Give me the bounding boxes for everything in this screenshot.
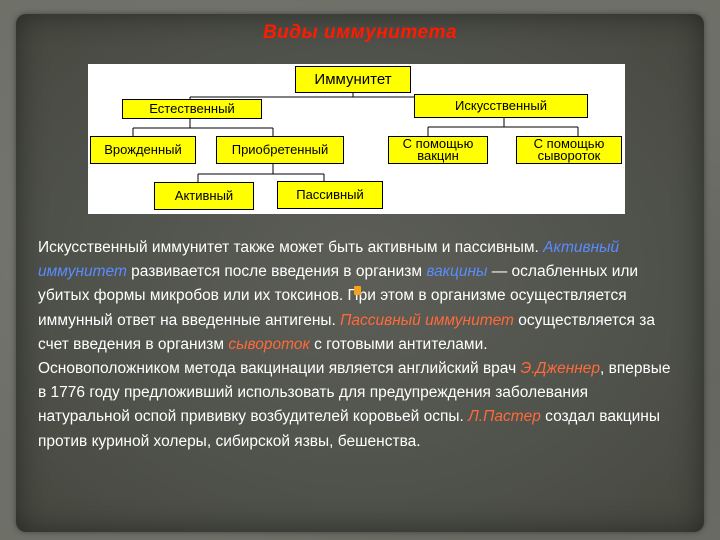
para1-text-1: Искусственный иммунитет также может быть… bbox=[38, 239, 544, 256]
para2-text-2: , впервые в 1776 году предложивший испол… bbox=[38, 360, 671, 426]
node-natural: Естественный bbox=[122, 99, 262, 119]
node-vaccines-line1: С помощью bbox=[402, 136, 474, 151]
node-vaccines: С помощью вакцин bbox=[388, 136, 488, 164]
term-serums: сывороток bbox=[228, 335, 310, 353]
node-serums: С помощью сывороток bbox=[516, 136, 622, 164]
node-acquired: Приобретенный bbox=[216, 136, 344, 164]
para2-text-1: Основоположником метода вакцинации являе… bbox=[38, 360, 521, 378]
node-serums-line1: С помощью bbox=[533, 136, 605, 151]
term-vaccines: вакцины bbox=[426, 263, 488, 281]
node-serums-line2: сывороток bbox=[537, 148, 601, 163]
para1-text-3: — ослабленных или убитых формы микробов … bbox=[38, 263, 639, 329]
para1-text-4: осуществляется за счет введения в органи… bbox=[38, 311, 655, 353]
node-vaccines-line2: вакцин bbox=[417, 148, 459, 163]
slide-title: Виды иммунитета bbox=[262, 22, 458, 43]
node-artificial: Искусственный bbox=[414, 94, 588, 118]
node-active: Активный bbox=[154, 182, 254, 210]
para1-text-5: с готовыми антителами. bbox=[309, 335, 488, 353]
node-passive: Пассивный bbox=[277, 181, 383, 209]
name-jenner: Э.Дженнер bbox=[520, 360, 601, 378]
name-pasteur: Л.Пастер bbox=[468, 408, 541, 426]
bullet-marker bbox=[354, 286, 361, 295]
term-passive-immunity: Пассивный иммунитет bbox=[340, 311, 514, 329]
term-active-immunity: Активный иммунитет bbox=[38, 239, 620, 281]
immunity-diagram: Иммунитет Естественный Искусственный Вро… bbox=[88, 64, 625, 214]
para1-text-2: развивается после введения в организм bbox=[126, 263, 427, 281]
node-immunity: Иммунитет bbox=[295, 66, 411, 93]
para2-text-3: создал вакцины против куриной холеры, си… bbox=[38, 408, 660, 450]
node-innate: Врожденный bbox=[90, 136, 196, 164]
body-text: Искусственный иммунитет также может быть… bbox=[38, 236, 678, 454]
